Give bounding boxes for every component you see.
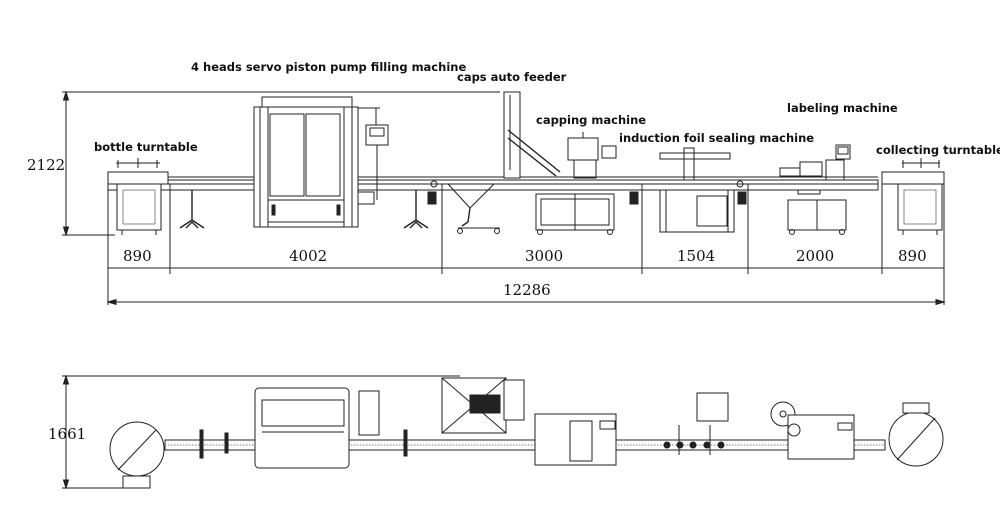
label-bottle-turntable: bottle turntable — [94, 140, 198, 154]
caps-feeder-top — [441, 377, 525, 434]
label-caps-feeder: caps auto feeder — [457, 70, 567, 84]
sealing-machine-top — [663, 392, 729, 455]
width-dimension: 1661 — [48, 374, 460, 490]
height-dimension: 2122 — [27, 90, 500, 237]
dim-segment-6: 890 — [898, 247, 927, 265]
label-filling-machine: 4 heads servo piston pump filling machin… — [191, 60, 466, 74]
labeling-machine-top — [770, 401, 855, 460]
dim-segment-1: 890 — [123, 247, 152, 265]
dim-segment-2: 4002 — [289, 247, 327, 265]
sealing-machine-front — [659, 147, 749, 274]
dim-segment-5: 2000 — [796, 247, 834, 265]
label-labeling-machine: labeling machine — [787, 101, 898, 115]
caps-feeder-front — [447, 91, 561, 234]
height-dim-label: 2122 — [27, 156, 65, 174]
total-length-dimension: 12286 — [106, 281, 946, 306]
labeling-machine-front — [779, 144, 883, 274]
front-view: 2122 — [27, 60, 1000, 306]
bottle-turntable-front — [107, 158, 169, 235]
capping-machine-front — [535, 132, 643, 274]
filling-machine-top — [199, 387, 408, 469]
capping-machine-top — [534, 413, 617, 466]
bottle-turntable-top — [109, 421, 165, 489]
label-capping-machine: capping machine — [536, 113, 646, 127]
front-conveyor — [107, 176, 879, 191]
label-sealing-machine: induction foil sealing machine — [619, 131, 814, 145]
width-dim-label: 1661 — [48, 425, 86, 443]
collecting-turntable-front — [881, 158, 945, 235]
total-length-label: 12286 — [503, 281, 551, 299]
segment-dimensions: 890 4002 3000 1504 2000 890 — [108, 247, 944, 269]
dim-segment-4: 1504 — [677, 247, 715, 265]
top-view: 1661 — [48, 374, 944, 490]
filling-machine-front — [169, 96, 443, 274]
dim-segment-3: 3000 — [525, 247, 563, 265]
label-collecting-turntable: collecting turntable — [876, 143, 1000, 157]
collecting-turntable-top — [888, 402, 944, 467]
